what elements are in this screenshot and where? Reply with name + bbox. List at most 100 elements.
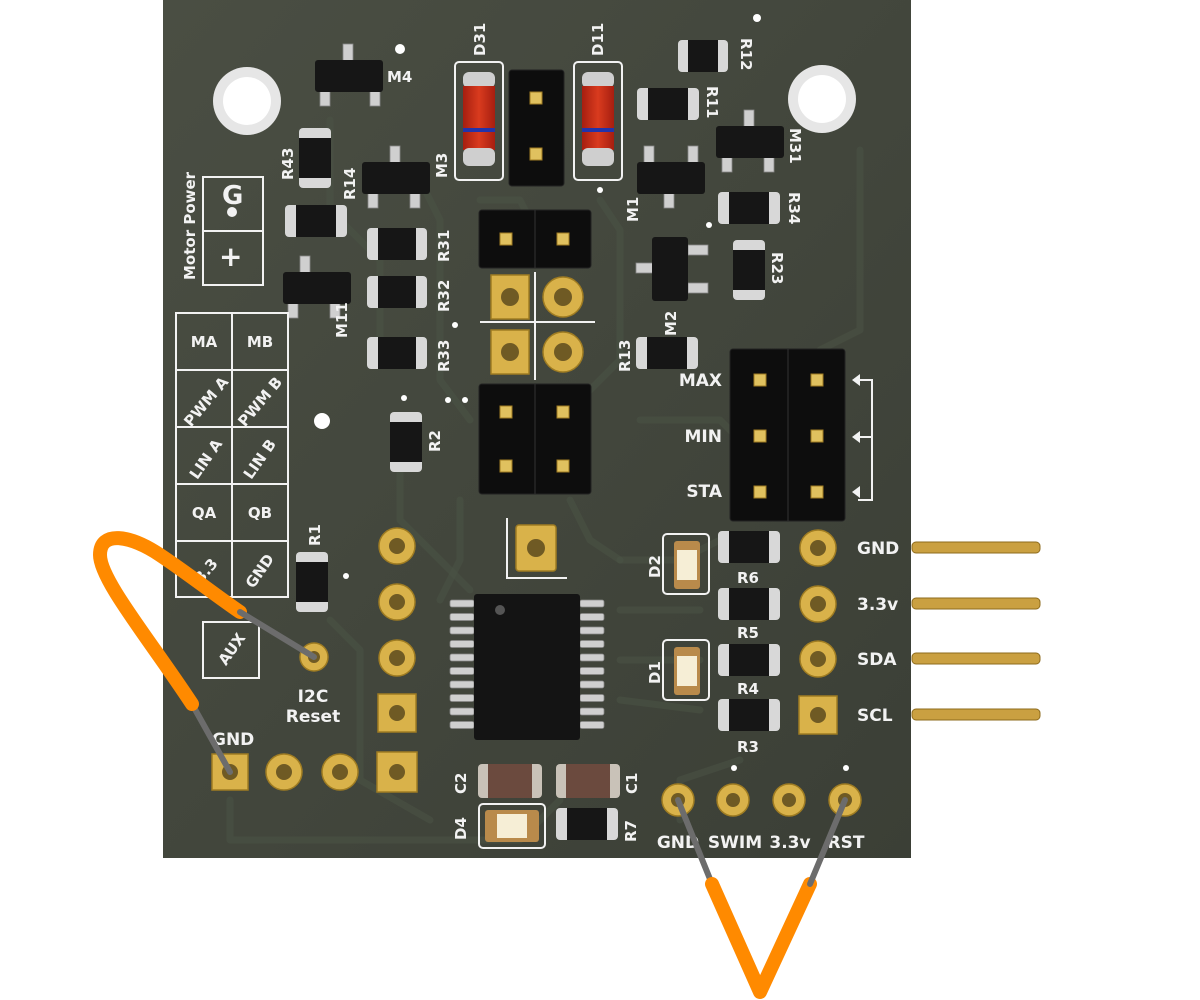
refdes-r11: R11 <box>703 86 721 118</box>
pin-grid-mb: MB <box>247 333 273 351</box>
transistor-m4: M4 <box>315 43 412 107</box>
capacitor-c2: C2 <box>452 764 542 798</box>
resistor-r32: R32 <box>367 276 453 312</box>
capacitor-c1: C1 <box>556 764 641 798</box>
ic-pin-right <box>579 626 605 635</box>
refdes-c1: C1 <box>623 773 641 794</box>
refdes-r6: R6 <box>737 569 759 587</box>
ic-pin-left <box>449 667 475 675</box>
resistor-r2: R2 <box>390 412 444 472</box>
refdes-r34: R34 <box>785 192 803 224</box>
jumper-wire-reset <box>92 531 317 775</box>
ic-pin-left <box>449 707 475 716</box>
swim-gnd-label: GND <box>657 833 699 853</box>
bottom-left-pad-row: GND <box>211 730 418 793</box>
motor-power-title: Motor Power <box>181 171 199 280</box>
reset-gnd-label: GND <box>212 730 254 750</box>
ic-pin-right <box>579 653 605 662</box>
ic-pin-left <box>449 694 475 702</box>
jumper-max-label: MAX <box>679 371 722 391</box>
diode-d11: D11 <box>573 23 623 181</box>
ic-pin-right <box>579 680 605 689</box>
i2c-header: GND 3.3v SDA SCL <box>798 529 1041 735</box>
ic-pin-right <box>579 694 605 702</box>
reset-line2: Reset <box>286 707 340 727</box>
resistor-r12: R12 <box>678 38 755 72</box>
refdes-c2: C2 <box>452 773 470 794</box>
i2c-gnd-label: GND <box>857 539 899 559</box>
ic-pin-left <box>449 653 475 662</box>
solder-pad-grid <box>480 272 595 380</box>
tht-pad-column <box>377 527 417 733</box>
i2c-scl-label: SCL <box>857 706 893 726</box>
pin-grid-qa: QA <box>192 504 217 522</box>
swim-swim-label: SWIM <box>708 833 762 853</box>
transistor-m31: M31 <box>716 109 804 173</box>
resistor-r1: R1 <box>296 524 328 612</box>
refdes-r3: R3 <box>737 738 759 756</box>
transistor-m3: M3 <box>362 145 451 209</box>
ic-pin-right <box>579 599 605 608</box>
diode-d31: D31 <box>454 23 504 181</box>
refdes-r2: R2 <box>426 430 444 452</box>
ic-pin-right <box>579 707 605 716</box>
led-d2: D2 <box>646 533 710 595</box>
resistor-r34: R34 <box>718 192 803 224</box>
resistor-r11: R11 <box>637 86 721 120</box>
ic-pin-left <box>449 613 475 621</box>
swim-3v3-label: 3.3v <box>769 833 810 853</box>
resistor-r14: R14 <box>285 168 359 237</box>
refdes-m4: M4 <box>387 68 412 86</box>
ic-pin-left <box>449 721 475 729</box>
ic-pin-right <box>579 721 605 729</box>
jumper-min-label: MIN <box>685 427 722 447</box>
motor-power-plus-label: + <box>219 240 242 273</box>
ic-pin-left <box>449 640 475 648</box>
resistor-r7: R7 <box>556 808 640 842</box>
refdes-r23: R23 <box>768 252 786 284</box>
ic-pin-left <box>449 599 475 608</box>
header-2pin-top <box>508 69 565 187</box>
refdes-d1: D1 <box>646 661 664 684</box>
refdes-m2: M2 <box>662 311 680 336</box>
resistor-r33: R33 <box>367 337 453 372</box>
motor-power-g-label: G <box>222 181 243 211</box>
mounting-hole-left <box>213 67 281 135</box>
refdes-d2: D2 <box>646 555 664 578</box>
jumper-wire-swim <box>675 797 848 999</box>
refdes-d31: D31 <box>471 23 489 56</box>
refdes-r5: R5 <box>737 624 759 642</box>
jumper-sta-label: STA <box>686 482 723 502</box>
refdes-r31: R31 <box>435 230 453 262</box>
main-ic <box>449 594 605 740</box>
refdes-d11: D11 <box>589 23 607 56</box>
single-pad-top <box>506 518 567 579</box>
resistor-r13: R13 <box>616 337 698 372</box>
refdes-r4: R4 <box>737 680 759 698</box>
refdes-r33: R33 <box>435 340 453 372</box>
ic-pin-right <box>579 667 605 675</box>
led-d4: D4 <box>452 803 546 849</box>
ic-pin-left <box>449 680 475 689</box>
transistor-m11: M11 <box>283 255 351 338</box>
i2c-3v3-label: 3.3v <box>857 595 898 615</box>
refdes-m1: M1 <box>624 197 642 222</box>
ic-pin-left <box>449 626 475 635</box>
refdes-r13: R13 <box>616 340 634 372</box>
pin-grid-ma: MA <box>191 333 218 351</box>
refdes-r7: R7 <box>622 820 640 842</box>
resistor-r31: R31 <box>367 228 453 262</box>
pin-grid-qb: QB <box>248 504 272 522</box>
refdes-m31: M31 <box>786 128 804 164</box>
refdes-r43: R43 <box>279 148 297 180</box>
resistor-r3: R3 <box>718 699 780 756</box>
refdes-d4: D4 <box>452 817 470 840</box>
resistor-r6: R6 <box>718 531 780 587</box>
mode-jumper-block: MAX MIN STA <box>679 348 873 522</box>
resistor-r43: R43 <box>279 128 331 188</box>
refdes-m11: M11 <box>333 302 351 338</box>
i2c-sda-label: SDA <box>857 650 897 670</box>
mounting-hole-right <box>788 65 856 133</box>
reset-line1: I2C <box>298 687 329 707</box>
